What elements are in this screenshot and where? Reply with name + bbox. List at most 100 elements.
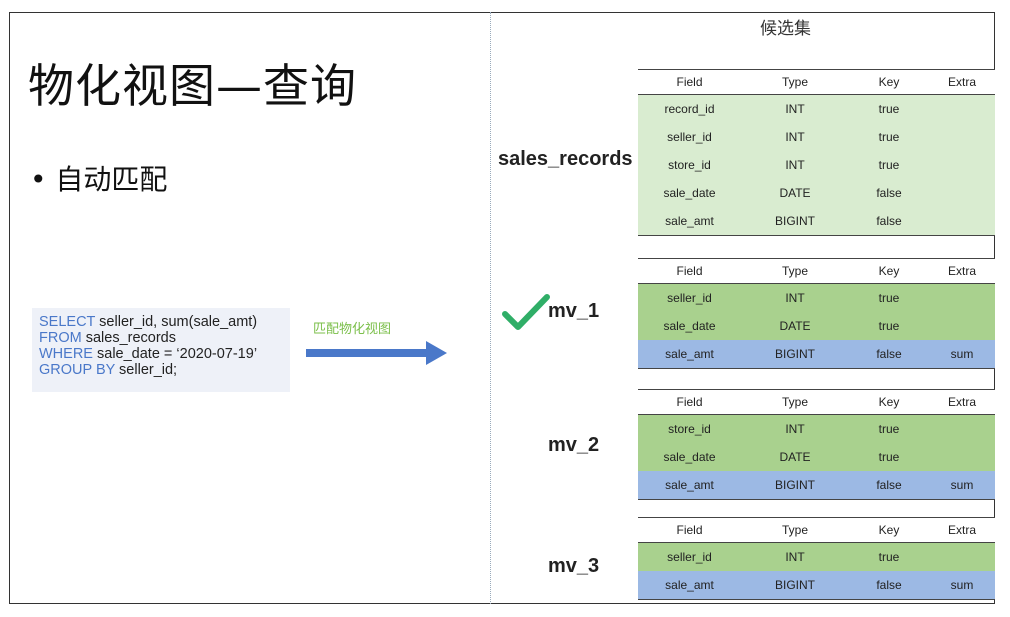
sql-keyword: GROUP BY	[39, 362, 116, 378]
header-extra: Extra	[929, 258, 995, 284]
cell: sale_amt	[638, 207, 741, 236]
header-type: Type	[741, 69, 849, 95]
header-extra: Extra	[929, 389, 995, 415]
header-type: Type	[741, 258, 849, 284]
cell: true	[849, 542, 929, 571]
cell: sale_amt	[638, 340, 741, 369]
cell: true	[849, 443, 929, 471]
cell: true	[849, 414, 929, 443]
cell: false	[849, 471, 929, 500]
cell: seller_id	[638, 283, 741, 312]
cell: BIGINT	[741, 340, 849, 369]
sql-line: WHERE sale_date = ‘2020-07-19’	[39, 346, 257, 362]
header-type: Type	[741, 389, 849, 415]
table-header: Field Type Key Extra	[638, 389, 995, 415]
sql-text: seller_id;	[115, 362, 178, 378]
cell: true	[849, 312, 929, 340]
sql-text: sale_date = ‘2020-07-19’	[92, 346, 258, 362]
cell: true	[849, 283, 929, 312]
header-field: Field	[638, 258, 741, 284]
cell: record_id	[638, 94, 741, 123]
cell	[929, 283, 995, 312]
sql-keyword: WHERE	[39, 346, 93, 362]
sql-line: FROM sales_records	[39, 330, 257, 346]
sql-line: SELECT seller_id, sum(sale_amt)	[39, 314, 257, 330]
cell: DATE	[741, 179, 849, 207]
check-icon	[502, 294, 550, 330]
table-name-mv-2: mv_2	[548, 434, 600, 456]
cell	[929, 542, 995, 571]
cell: INT	[741, 542, 849, 571]
table-header: Field Type Key Extra	[638, 517, 995, 543]
cell: seller_id	[638, 542, 741, 571]
cell: sale_amt	[638, 571, 741, 600]
cell: sale_date	[638, 312, 741, 340]
sql-keyword: FROM	[39, 330, 82, 346]
cell: INT	[741, 414, 849, 443]
cell: BIGINT	[741, 207, 849, 236]
cell: false	[849, 207, 929, 236]
table-name-sales-records: sales_records	[498, 148, 633, 170]
cell: sum	[929, 571, 995, 600]
cell: sale_date	[638, 443, 741, 471]
cell: seller_id	[638, 123, 741, 151]
right-arrow-icon	[306, 341, 447, 365]
cell: true	[849, 94, 929, 123]
header-extra: Extra	[929, 69, 995, 95]
header-extra: Extra	[929, 517, 995, 543]
table-header: Field Type Key Extra	[638, 69, 995, 95]
header-key: Key	[849, 389, 929, 415]
table-name-mv-3: mv_3	[548, 555, 600, 577]
header-type: Type	[741, 517, 849, 543]
cell: INT	[741, 151, 849, 179]
arrow-label: 匹配物化视图	[313, 322, 392, 337]
cell	[929, 94, 995, 123]
sql-text: seller_id, sum(sale_amt)	[95, 314, 258, 330]
cell: INT	[741, 94, 849, 123]
header-field: Field	[638, 517, 741, 543]
sql-keyword: SELECT	[39, 314, 96, 330]
cell: store_id	[638, 414, 741, 443]
cell: BIGINT	[741, 471, 849, 500]
bullet-auto-match: • 自动匹配	[30, 163, 168, 196]
cell: false	[849, 340, 929, 369]
cell: DATE	[741, 443, 849, 471]
slide-title: 物化视图—查询	[28, 59, 357, 113]
header-key: Key	[849, 517, 929, 543]
sql-text: sales_records	[81, 330, 176, 346]
table-name-mv-1: mv_1	[548, 300, 600, 322]
cell: INT	[741, 123, 849, 151]
cell: false	[849, 571, 929, 600]
header-field: Field	[638, 69, 741, 95]
sql-line: GROUP BY seller_id;	[39, 362, 257, 378]
cell: sum	[929, 340, 995, 369]
candidates-title: 候选集	[760, 19, 811, 39]
cell: INT	[741, 283, 849, 312]
cell: BIGINT	[741, 571, 849, 600]
cell: sale_amt	[638, 471, 741, 500]
cell	[929, 207, 995, 236]
sql-query: SELECT seller_id, sum(sale_amt) FROM sal…	[39, 314, 257, 378]
header-key: Key	[849, 258, 929, 284]
cell	[929, 123, 995, 151]
cell	[929, 151, 995, 179]
sql-box	[32, 308, 290, 392]
cell	[929, 414, 995, 443]
cell	[929, 312, 995, 340]
cell: true	[849, 123, 929, 151]
cell: sum	[929, 471, 995, 500]
